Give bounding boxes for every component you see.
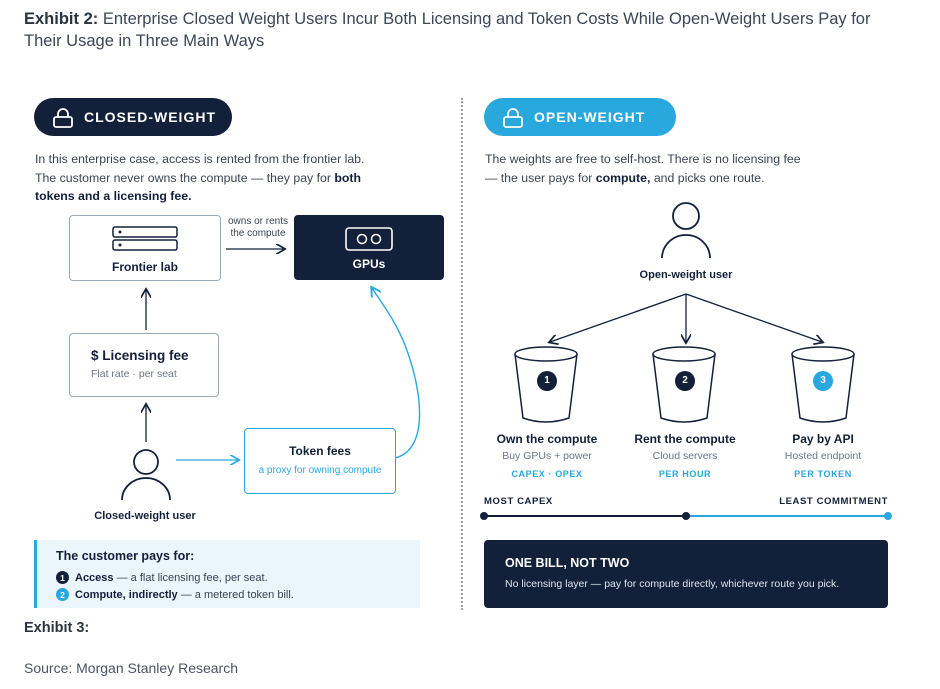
token-fees-sub: a proxy for owning compute [258, 465, 382, 476]
licensing-fee-box: $ Licensing fee Flat rate · per seat [69, 333, 219, 397]
closed-weight-pill-label: CLOSED-WEIGHT [84, 109, 216, 125]
closed-user-icon [121, 449, 171, 501]
open-user-icon [661, 202, 711, 259]
scale-dot-mid [682, 512, 690, 520]
customer-pays-item-2-bold: Compute, indirectly [75, 588, 178, 601]
gpus-label: GPUs [352, 257, 386, 271]
route-1: Own the compute Buy GPUs + power CAPEX ·… [486, 432, 608, 479]
customer-pays-item-1: 1 Access — a flat licensing fee, per sea… [56, 571, 420, 584]
scale-dot-right [884, 512, 892, 520]
closed-description-text: In this enterprise case, access is rente… [35, 152, 365, 185]
closed-description-bold: both tokens and a licensing fee. [35, 170, 362, 204]
route-2-badge: 2 [675, 371, 695, 391]
customer-pays-item-1-rest: — a flat licensing fee, per seat. [113, 571, 268, 584]
scale-dot-left [480, 512, 488, 520]
lock-icon [502, 108, 524, 128]
frontier-lab-label: Frontier lab [111, 260, 178, 274]
server-icon [112, 226, 178, 251]
route-2: Rent the compute Cloud servers PER HOUR [624, 432, 746, 479]
open-weight-pill: OPEN-WEIGHT [484, 98, 676, 136]
licensing-fee-title: $ Licensing fee [91, 348, 189, 363]
frontier-lab-box: Frontier lab [69, 215, 221, 281]
exhibit-title: Exhibit 2: Enterprise Closed Weight User… [24, 8, 904, 52]
route-2-tag: PER HOUR [658, 469, 712, 479]
owns-rents-line-1: owns or rents [227, 216, 289, 227]
open-description-text-1: The weights are free to self-host. There… [485, 152, 801, 185]
customer-pays-item-2-rest: — a metered token bill. [177, 588, 294, 601]
arrow-token-to-gpus [372, 288, 421, 459]
open-description-bold: compute, [595, 170, 651, 185]
scale-right-label: LEAST COMMITMENT [779, 496, 888, 507]
lock-icon [52, 108, 74, 128]
closed-weight-pill: CLOSED-WEIGHT [34, 98, 232, 136]
route-3-title: Pay by API [792, 432, 854, 446]
arrow-to-route-1 [550, 293, 687, 342]
route-3-tag: PER TOKEN [794, 469, 852, 479]
number-badge-1: 1 [56, 571, 69, 584]
one-bill-panel: ONE BILL, NOT TWO No licensing layer — p… [484, 540, 888, 608]
route-2-sub: Cloud servers [652, 450, 718, 462]
customer-pays-panel: The customer pays for: 1 Access — a flat… [34, 540, 420, 608]
owns-rents-label: owns or rents the compute [222, 216, 294, 240]
closed-user-label: Closed-weight user [94, 510, 196, 522]
closed-connectors [0, 0, 421, 620]
licensing-fee-sub: Flat rate · per seat [91, 368, 177, 380]
gpus-box: GPUs [294, 215, 444, 280]
route-3-sub: Hosted endpoint [784, 450, 862, 462]
route-1-tag: CAPEX · OPEX [511, 469, 583, 479]
open-connectors [480, 293, 892, 520]
exhibit-3-label: Exhibit 3: [24, 620, 90, 636]
open-weight-pill-label: OPEN-WEIGHT [534, 109, 646, 125]
route-2-title: Rent the compute [634, 432, 736, 446]
token-fees-title: Token fees [289, 444, 351, 458]
route-1-title: Own the compute [496, 432, 598, 446]
route-1-badge: 1 [537, 371, 557, 391]
route-3: Pay by API Hosted endpoint PER TOKEN [762, 432, 884, 479]
route-1-sub: Buy GPUs + power [502, 450, 592, 462]
exhibit-label: Exhibit 2: [24, 10, 99, 28]
arrow-to-route-3 [685, 293, 822, 342]
scale-left-label: MOST CAPEX [484, 496, 553, 507]
column-divider [461, 98, 463, 610]
source-label: Source: Morgan Stanley Research [24, 660, 238, 676]
one-bill-title: ONE BILL, NOT TWO [505, 556, 630, 570]
open-description: The weights are free to self-host. There… [485, 150, 805, 187]
open-description-text-2: and picks one route. [650, 170, 765, 185]
exhibit-title-text: Enterprise Closed Weight Users Incur Bot… [24, 10, 871, 50]
closed-description: In this enterprise case, access is rente… [35, 150, 375, 206]
owns-rents-line-2: the compute [230, 228, 286, 239]
bucket-3-icon [791, 346, 855, 423]
customer-pays-item-1-bold: Access [75, 571, 114, 584]
number-badge-2: 2 [56, 588, 69, 601]
customer-pays-item-2: 2 Compute, indirectly — a metered token … [56, 588, 420, 601]
one-bill-sub: No licensing layer — pay for compute dir… [505, 578, 840, 590]
gpu-icon [345, 227, 393, 251]
open-user-label: Open-weight user [639, 269, 733, 281]
route-3-badge: 3 [813, 371, 833, 391]
token-fees-box: Token fees a proxy for owning compute [244, 428, 396, 494]
customer-pays-title: The customer pays for: [56, 549, 195, 563]
